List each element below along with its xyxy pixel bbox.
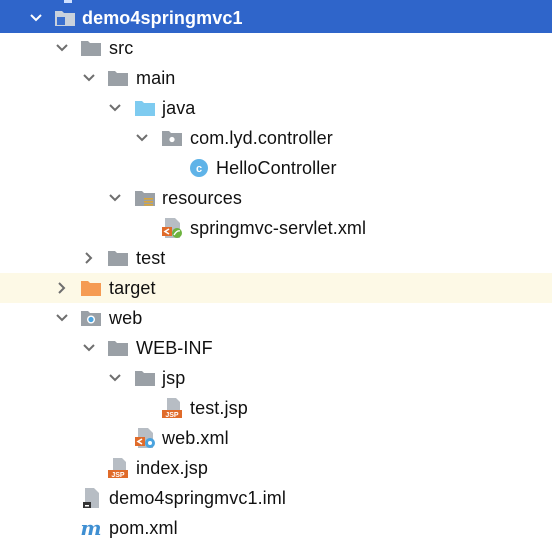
chevron-right-icon[interactable] — [54, 280, 70, 296]
tree-item-index-jsp[interactable]: JSP index.jsp — [0, 453, 552, 483]
chevron-down-icon[interactable] — [28, 10, 44, 26]
tree-item-pom-xml[interactable]: m pom.xml — [0, 513, 552, 543]
chevron-down-icon[interactable] — [54, 310, 70, 326]
tree-item-label: java — [162, 98, 196, 118]
folder-icon — [81, 41, 101, 56]
tree-item-test-jsp[interactable]: JSP test.jsp — [0, 393, 552, 423]
tree-item-label: target — [109, 278, 156, 298]
chevron-down-icon[interactable] — [81, 340, 97, 356]
tree-item-web-xml[interactable]: web.xml — [0, 423, 552, 453]
tree-item-label: WEB-INF — [136, 338, 213, 358]
tree-item-label: test.jsp — [190, 398, 248, 418]
tree-item-src[interactable]: src — [0, 33, 552, 63]
tree-item-jsp[interactable]: jsp — [0, 363, 552, 393]
class-icon: c — [190, 159, 208, 177]
tree-item-label: resources — [162, 188, 242, 208]
iml-file-icon — [83, 488, 99, 508]
web-xml-icon — [135, 428, 155, 448]
chevron-down-icon[interactable] — [107, 370, 123, 386]
jsp-file-icon: JSP — [108, 458, 128, 479]
tree-item-web-inf[interactable]: WEB-INF — [0, 333, 552, 363]
tree-item-demo4springmvc1[interactable]: demo4springmvc1 — [0, 3, 552, 33]
tree-item-label: web.xml — [162, 428, 229, 448]
folder-icon — [108, 251, 128, 266]
excluded-folder-icon — [81, 281, 101, 296]
chevron-down-icon[interactable] — [134, 130, 150, 146]
tree-item-label: index.jsp — [136, 458, 208, 478]
svg-text:m: m — [80, 517, 101, 539]
chevron-down-icon[interactable] — [81, 70, 97, 86]
folder-icon — [135, 371, 155, 386]
jsp-file-icon: JSP — [162, 398, 182, 419]
tree-item-resources[interactable]: resources — [0, 183, 552, 213]
tree-item-java[interactable]: java — [0, 93, 552, 123]
tree-item-label: springmvc-servlet.xml — [190, 218, 367, 238]
svg-text:JSP: JSP — [111, 472, 125, 479]
tree-item-hellocontroller[interactable]: c HelloController — [0, 153, 552, 183]
maven-pom-icon: m — [80, 517, 101, 539]
tree-item-label: HelloController — [216, 158, 337, 178]
spring-xml-icon — [162, 218, 182, 238]
tree-item-label: main — [136, 68, 176, 88]
resources-folder-icon — [135, 191, 155, 206]
chevron-down-icon[interactable] — [107, 100, 123, 116]
tree-item-label: jsp — [162, 368, 186, 388]
tree-item-label: demo4springmvc1.iml — [109, 488, 286, 508]
tree-item-main[interactable]: main — [0, 63, 552, 93]
tree-item-label: pom.xml — [109, 518, 178, 538]
chevron-right-icon[interactable] — [81, 250, 97, 266]
tree-item-demo4springmvc1-iml[interactable]: demo4springmvc1.iml — [0, 483, 552, 513]
tree-item-label: com.lyd.controller — [190, 128, 333, 148]
svg-text:JSP: JSP — [165, 412, 179, 419]
source-folder-icon — [135, 101, 155, 116]
tree-item-web[interactable]: web — [0, 303, 552, 333]
top-selection-edge — [0, 0, 552, 3]
tree-item-label: web — [109, 308, 143, 328]
tree-item-label: test — [136, 248, 166, 268]
tree-item-com-lyd-controller[interactable]: com.lyd.controller — [0, 123, 552, 153]
chevron-down-icon[interactable] — [107, 190, 123, 206]
tree-item-springmvc-servlet-xml[interactable]: springmvc-servlet.xml — [0, 213, 552, 243]
top-edge-marker — [64, 0, 72, 3]
package-icon — [162, 131, 182, 146]
tree-item-label: src — [109, 38, 134, 58]
module-folder-icon — [55, 11, 75, 26]
folder-icon — [108, 71, 128, 86]
tree-item-test[interactable]: test — [0, 243, 552, 273]
svg-text:c: c — [196, 163, 202, 175]
folder-icon — [108, 341, 128, 356]
tree-item-target[interactable]: target — [0, 273, 552, 303]
web-folder-icon — [81, 311, 101, 326]
tree-item-label: demo4springmvc1 — [82, 8, 243, 28]
chevron-down-icon[interactable] — [54, 40, 70, 56]
